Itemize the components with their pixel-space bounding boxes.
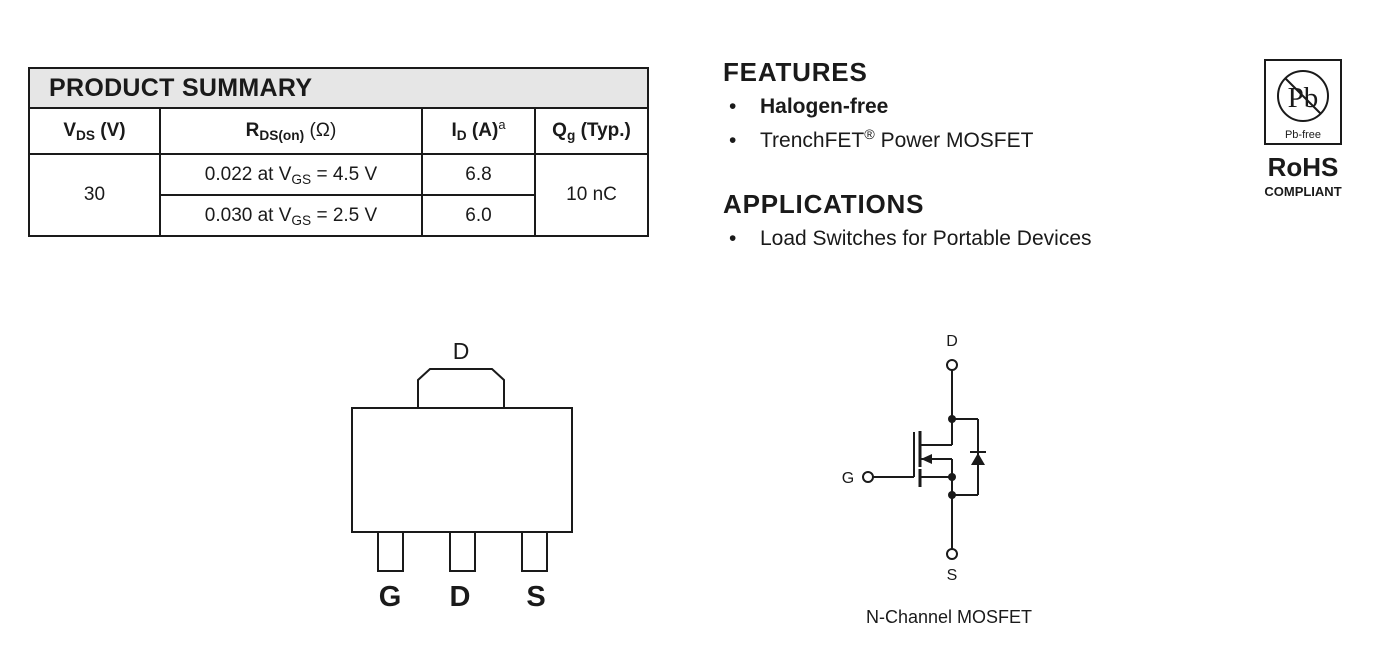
pin-d	[449, 531, 476, 572]
pin-label-s: S	[526, 581, 545, 613]
pb-free-label: Pb-free	[1284, 129, 1322, 141]
pb-symbol: Pb	[1288, 82, 1319, 114]
rohs-badge: Pb Pb-free RoHS COMPLIANT	[1264, 59, 1342, 199]
pb-free-icon: Pb	[1277, 70, 1329, 122]
drain-label: D	[946, 333, 958, 350]
pb-free-logo: Pb Pb-free	[1264, 59, 1342, 145]
feature-item: •Halogen-free	[729, 95, 889, 118]
id-value: 6.0	[421, 194, 536, 237]
features-heading: FEATURES	[723, 57, 868, 87]
rds-value: 0.022 at VGS = 4.5 V	[159, 153, 423, 196]
gate-terminal	[862, 471, 874, 483]
pin-label-g: G	[379, 581, 402, 613]
id-value: 6.8	[421, 153, 536, 196]
mosfet-schematic: D G S	[842, 333, 986, 584]
body-arrow-icon	[921, 454, 932, 464]
header-qg: Qg (Typ.)	[533, 107, 650, 155]
vds-value: 30	[28, 153, 161, 237]
table-row: 30 0.022 at VGS = 4.5 V 6.8 10 nC	[28, 153, 650, 237]
package-outline-diagram: D G D S	[351, 338, 573, 613]
product-summary-title: PRODUCT SUMMARY	[27, 67, 650, 109]
schematic-caption: N-Channel MOSFET	[866, 607, 1033, 627]
table-row: 0.030 at VGS = 2.5 V 6.0	[29, 194, 648, 237]
product-summary-table: PRODUCT SUMMARY VDS (V) RDS(on) (Ω) ID (…	[27, 67, 650, 237]
qg-value: 10 nC	[533, 153, 650, 237]
rohs-compliant-label: COMPLIANT	[1264, 184, 1342, 199]
drain-terminal	[946, 359, 958, 371]
applications-heading: APPLICATIONS	[723, 189, 925, 219]
tab-pin-label: D	[453, 338, 470, 364]
rds-value: 0.030 at VGS = 2.5 V	[159, 194, 423, 237]
body-diode-icon	[971, 453, 985, 465]
header-vds: VDS (V)	[28, 107, 161, 155]
package-body	[351, 407, 573, 533]
feature-item: •TrenchFET® Power MOSFET	[729, 127, 1034, 152]
pin-label-d: D	[450, 581, 471, 613]
application-item: •Load Switches for Portable Devices	[729, 227, 1092, 250]
header-rds-on: RDS(on) (Ω)	[159, 107, 423, 155]
source-label: S	[947, 567, 958, 584]
rohs-label: RoHS	[1267, 152, 1339, 182]
package-tab	[417, 368, 505, 408]
pin-g	[377, 531, 404, 572]
gate-label: G	[842, 470, 854, 487]
pin-s	[521, 531, 548, 572]
header-id: ID (A)a	[421, 107, 536, 155]
source-terminal	[946, 548, 958, 560]
